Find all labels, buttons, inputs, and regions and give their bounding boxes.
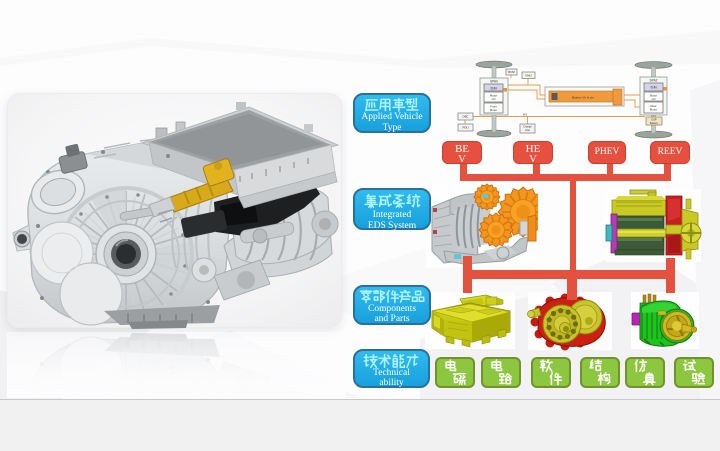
- svg-text:Motor: Motor: [490, 94, 497, 98]
- svg-text:DSP: DSP: [651, 118, 657, 122]
- svg-text:BCM: BCM: [508, 70, 515, 74]
- svg-text:ctrl: ctrl: [652, 97, 656, 101]
- svg-text:Front: Front: [490, 105, 497, 109]
- svg-text:Motor: Motor: [490, 108, 497, 112]
- svg-text:OBC: OBC: [462, 115, 468, 119]
- svg-text:Motor: Motor: [650, 108, 657, 112]
- svg-text:Rear: Rear: [650, 104, 656, 108]
- svg-text:VMU: VMU: [525, 73, 531, 77]
- svg-text:ISM: ISM: [490, 86, 496, 90]
- svg-text:ISM: ISM: [650, 86, 656, 90]
- svg-text:Battery: Battery: [650, 121, 659, 125]
- svg-text:PDU: PDU: [462, 126, 468, 130]
- svg-text:SPA2: SPA2: [650, 79, 658, 83]
- svg-text:Motor: Motor: [650, 94, 657, 98]
- svg-text:Inlet: Inlet: [525, 128, 530, 132]
- svg-text:Battery Ve hi cle: Battery Ve hi cle: [572, 96, 594, 100]
- svg-text:ctrl: ctrl: [492, 97, 496, 101]
- svg-text:HV: HV: [523, 113, 527, 117]
- svg-text:SPA0: SPA0: [490, 80, 498, 84]
- svg-text:Charge: Charge: [523, 125, 532, 129]
